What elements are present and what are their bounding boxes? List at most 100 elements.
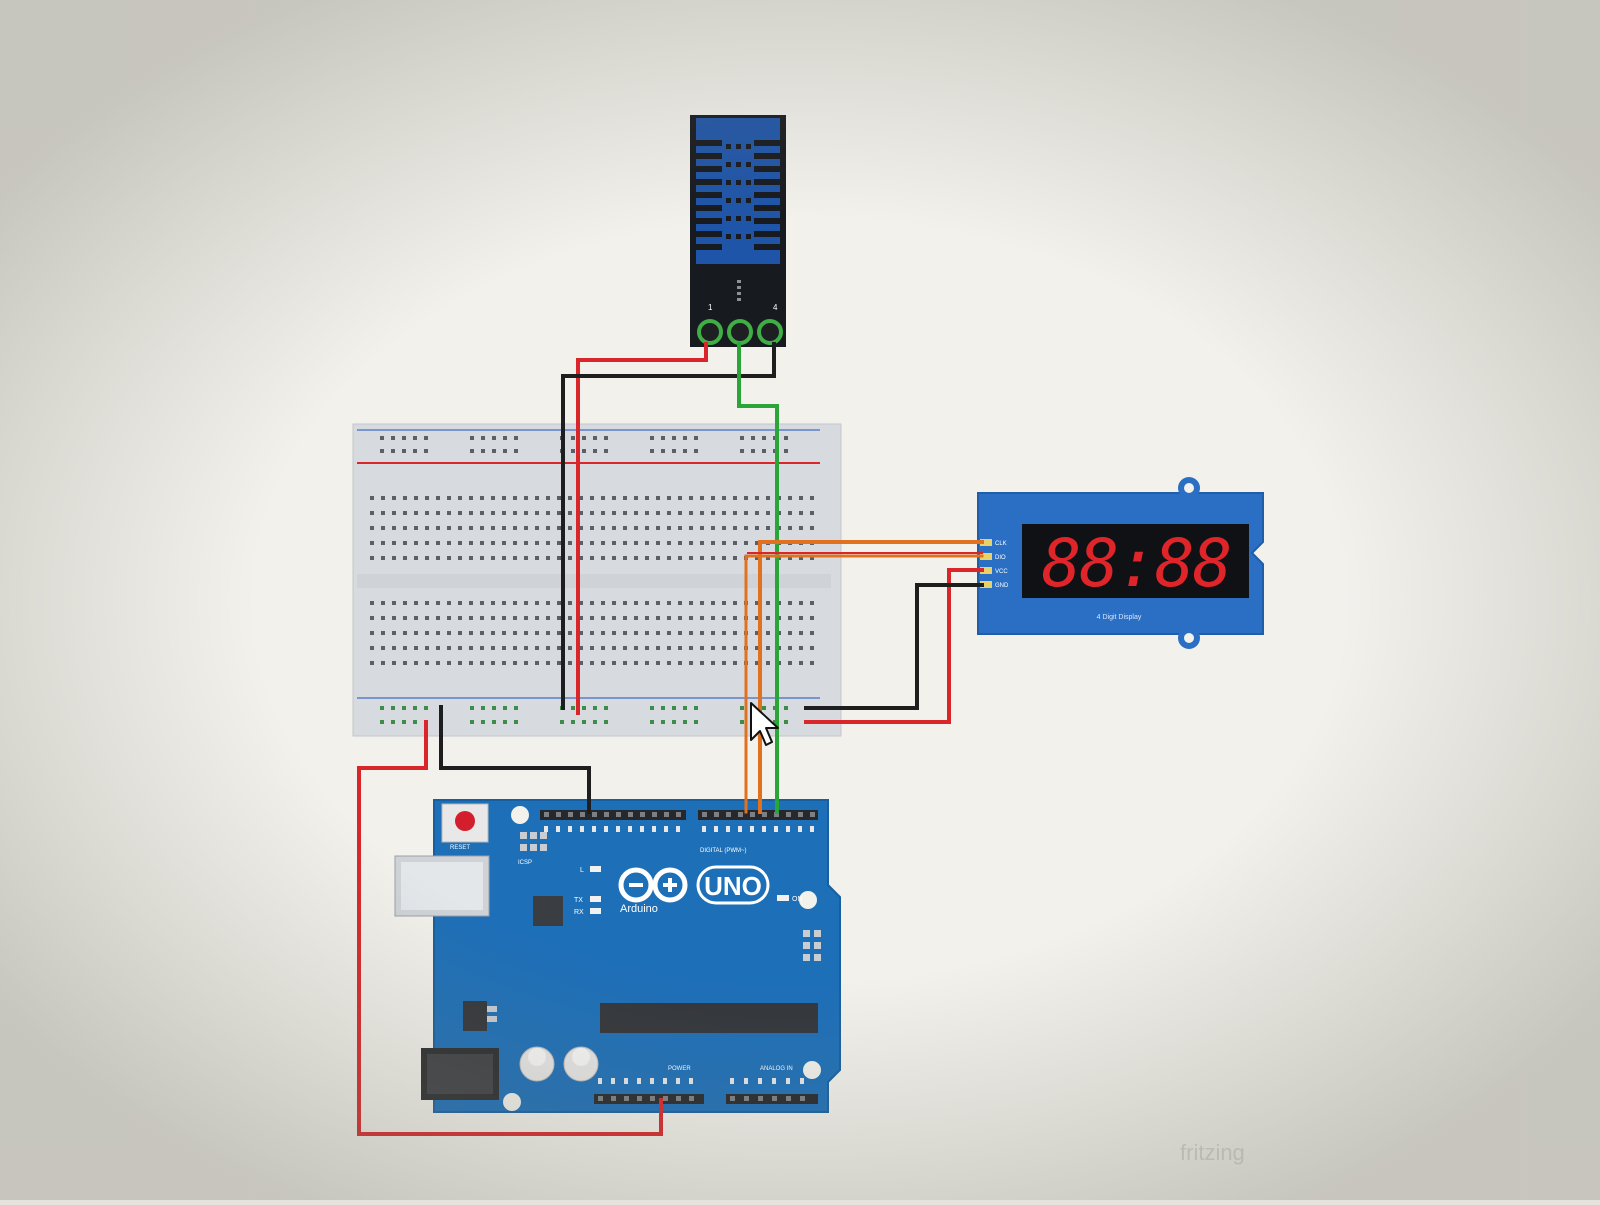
breadboard-hole xyxy=(546,616,550,620)
breadboard-hole xyxy=(678,526,682,530)
breadboard-hole xyxy=(623,631,627,635)
breadboard-hole xyxy=(381,646,385,650)
breadboard-hole xyxy=(788,631,792,635)
breadboard-hole xyxy=(458,526,462,530)
breadboard-rail-hole xyxy=(470,706,474,710)
breadboard-hole xyxy=(755,601,759,605)
breadboard-hole xyxy=(436,496,440,500)
breadboard-hole xyxy=(370,496,374,500)
breadboard-hole xyxy=(403,616,407,620)
breadboard-hole xyxy=(711,631,715,635)
breadboard-hole xyxy=(700,661,704,665)
power-jack-inner xyxy=(427,1054,493,1094)
breadboard-hole xyxy=(413,449,417,453)
breadboard-hole xyxy=(722,556,726,560)
display-pin-label-vcc: VCC xyxy=(995,569,1008,575)
breadboard-hole xyxy=(458,631,462,635)
digital-pin xyxy=(774,812,779,817)
digital-pin-label-mark xyxy=(702,826,706,832)
breadboard-hole xyxy=(722,541,726,545)
breadboard-hole xyxy=(425,631,429,635)
breadboard-hole xyxy=(447,496,451,500)
breadboard-hole xyxy=(755,646,759,650)
digital-pin xyxy=(786,812,791,817)
breadboard-rail-hole xyxy=(481,720,485,724)
breadboard-hole xyxy=(458,646,462,650)
power-pin-label-mark xyxy=(624,1078,628,1084)
breadboard-hole xyxy=(557,526,561,530)
logo-plus-v xyxy=(668,878,672,892)
breadboard-hole xyxy=(656,526,660,530)
breadboard-hole xyxy=(392,541,396,545)
dht-smd-mark xyxy=(737,286,741,289)
power-pin-label-mark xyxy=(650,1078,654,1084)
breadboard-rail-hole xyxy=(424,706,428,710)
breadboard-hole xyxy=(733,616,737,620)
breadboard-hole xyxy=(656,601,660,605)
icsp-pin xyxy=(530,844,537,851)
breadboard-rail-hole xyxy=(672,720,676,724)
breadboard-hole xyxy=(571,449,575,453)
analog-pin-label-mark xyxy=(744,1078,748,1084)
breadboard-hole xyxy=(568,631,572,635)
breadboard-hole xyxy=(788,496,792,500)
breadboard xyxy=(352,423,842,737)
power-pin-label-mark xyxy=(598,1078,602,1084)
analog-pin xyxy=(772,1096,777,1101)
breadboard-hole xyxy=(755,526,759,530)
breadboard-hole xyxy=(601,526,605,530)
breadboard-hole xyxy=(436,631,440,635)
breadboard-hole xyxy=(799,496,803,500)
breadboard-hole xyxy=(788,511,792,515)
digital-pin-label-mark xyxy=(762,826,766,832)
digital-pin xyxy=(810,812,815,817)
power-pin-label-mark xyxy=(611,1078,615,1084)
digital-pin-label-mark xyxy=(592,826,596,832)
breadboard-hole xyxy=(700,631,704,635)
breadboard-hole xyxy=(656,661,660,665)
breadboard-hole xyxy=(513,556,517,560)
breadboard-hole xyxy=(579,556,583,560)
breadboard-hole xyxy=(623,616,627,620)
breadboard-rail-hole xyxy=(380,706,384,710)
icsp-pin xyxy=(803,954,810,961)
breadboard-hole xyxy=(694,436,698,440)
breadboard-hole xyxy=(535,496,539,500)
breadboard-hole xyxy=(689,526,693,530)
breadboard-hole xyxy=(524,616,528,620)
breadboard-hole xyxy=(491,556,495,560)
wire-dht-gnd-black xyxy=(561,342,776,710)
breadboard-hole xyxy=(656,511,660,515)
breadboard-hole xyxy=(700,646,704,650)
breadboard-hole xyxy=(601,601,605,605)
breadboard-hole xyxy=(535,526,539,530)
breadboard-hole xyxy=(480,556,484,560)
dht-sensor-body xyxy=(696,118,780,264)
dht-grille-slot-left xyxy=(696,192,722,198)
breadboard-hole xyxy=(582,436,586,440)
breadboard-hole xyxy=(568,661,572,665)
breadboard-hole xyxy=(546,511,550,515)
breadboard-hole xyxy=(513,601,517,605)
breadboard-hole xyxy=(667,496,671,500)
arduino-mount-hole-1 xyxy=(511,806,529,824)
dht-sensor-vents xyxy=(726,144,751,301)
breadboard-hole xyxy=(424,449,428,453)
breadboard-hole xyxy=(436,541,440,545)
digital-pin-label-mark xyxy=(664,826,668,832)
breadboard-hole xyxy=(593,449,597,453)
breadboard-hole xyxy=(447,526,451,530)
breadboard-hole xyxy=(470,449,474,453)
digital-pin-label-mark xyxy=(738,826,742,832)
breadboard-hole xyxy=(524,646,528,650)
breadboard-hole xyxy=(491,616,495,620)
breadboard-hole xyxy=(391,449,395,453)
breadboard-hole xyxy=(381,526,385,530)
breadboard-hole xyxy=(810,661,814,665)
digital-pin xyxy=(738,812,743,817)
breadboard-hole xyxy=(535,601,539,605)
breadboard-hole xyxy=(480,526,484,530)
breadboard-hole xyxy=(678,541,682,545)
